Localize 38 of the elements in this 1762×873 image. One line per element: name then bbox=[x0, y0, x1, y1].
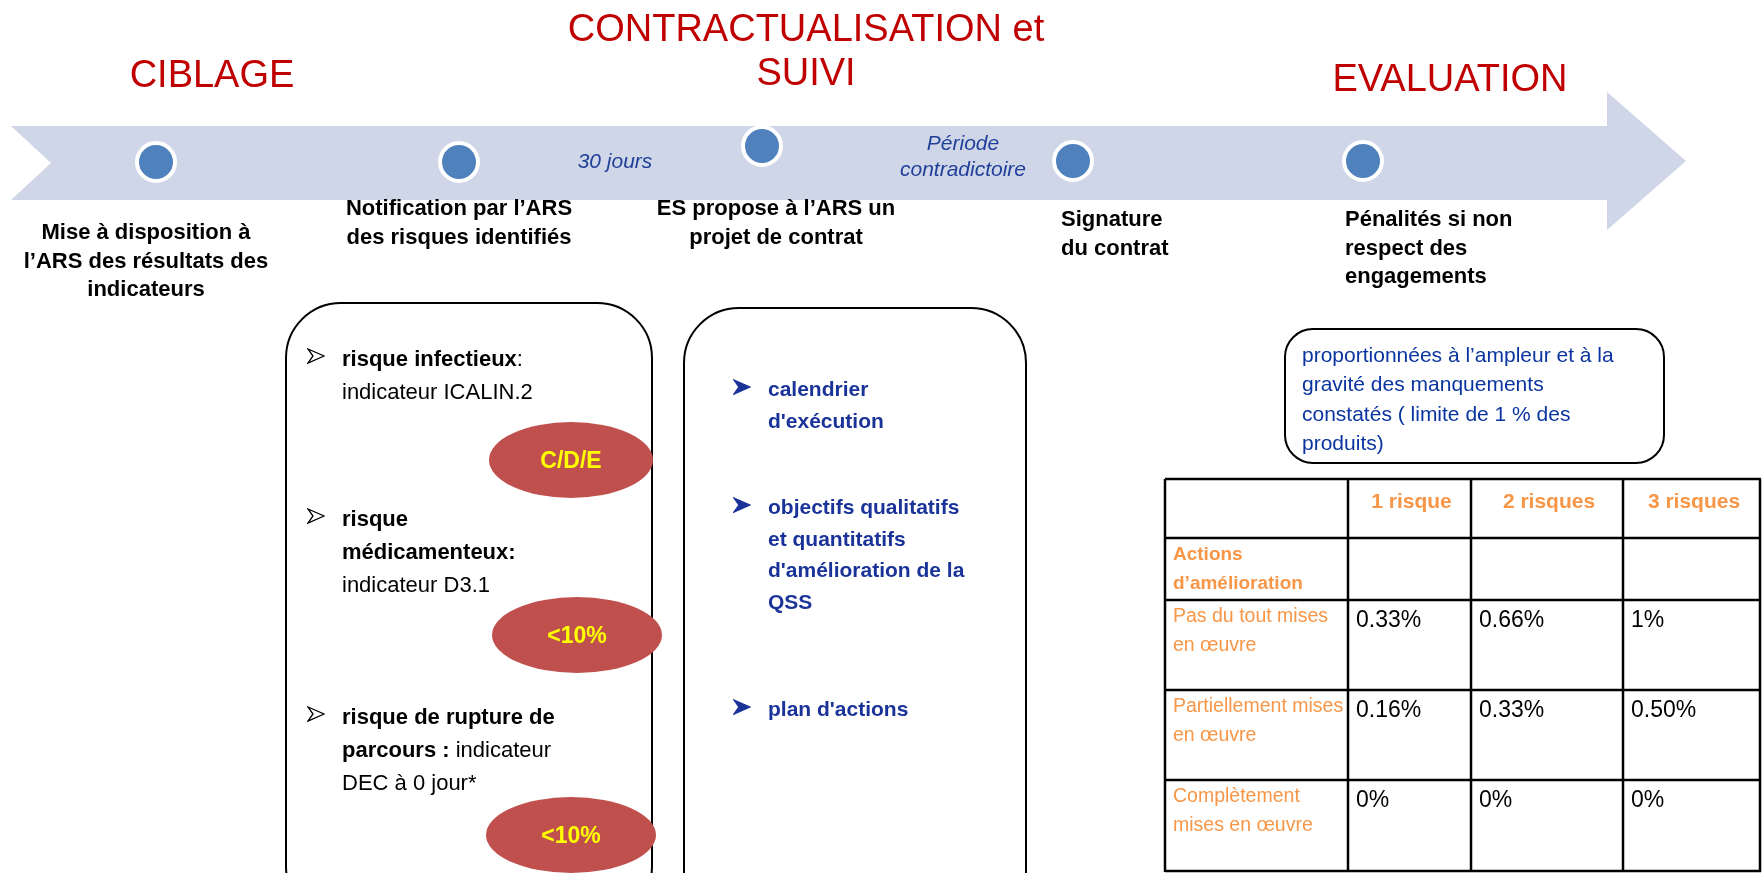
score-text: <10% bbox=[546, 621, 608, 649]
row-header: Complètement mises en œuvre bbox=[1173, 783, 1314, 837]
list-item-text: risque médicamenteux: indicateur D3.1 bbox=[342, 505, 517, 599]
score-text: <10% bbox=[540, 821, 602, 849]
phase-title: CIBLAGE bbox=[128, 52, 296, 97]
row-header: Partiellement mises en œuvre bbox=[1173, 693, 1344, 747]
note-text: proportionnées à l’ampleur et à la gravité des manquements constatés ( limite de 1 % des produits) bbox=[1302, 342, 1615, 457]
step-caption: Mise à disposition à l’ARS des résultats des indicateurs bbox=[22, 218, 270, 304]
table-value: 0% bbox=[1631, 786, 1666, 814]
list-item-text: risque infectieux: indicateur ICALIN.2 bbox=[342, 345, 534, 406]
row-header: Pas du tout mises en œuvre bbox=[1173, 603, 1329, 657]
table-value: 0.50% bbox=[1631, 696, 1698, 724]
table-value: 1% bbox=[1631, 606, 1666, 634]
table-value: 0% bbox=[1356, 786, 1391, 814]
row-header: Actions d’amélioration bbox=[1173, 542, 1304, 595]
table-value: 0.16% bbox=[1356, 696, 1423, 724]
table-value: 0.33% bbox=[1356, 606, 1423, 634]
duration-note: Période contradictoire bbox=[898, 130, 1028, 183]
phase-title: EVALUATION bbox=[1331, 56, 1569, 101]
table-value: 0.66% bbox=[1479, 606, 1546, 634]
table-value: 0.33% bbox=[1479, 696, 1546, 724]
list-item-text: risque de rupture de parcours : indicateur DEC à 0 jour* bbox=[342, 703, 556, 797]
duration-note: 30 jours bbox=[576, 148, 654, 174]
step-caption: ES propose à l’ARS un projet de contrat bbox=[655, 194, 897, 251]
step-caption: Notification par l’ARS des risques identifiés bbox=[344, 194, 574, 251]
rounded-box bbox=[1284, 328, 1665, 464]
score-text: C/D/E bbox=[539, 446, 603, 474]
step-caption: Pénalités si non respect des engagements bbox=[1345, 205, 1514, 291]
column-header: 3 risques bbox=[1646, 489, 1742, 513]
list-item-text: calendrier d'exécution bbox=[768, 376, 885, 434]
rounded-box bbox=[683, 307, 1027, 873]
list-item-text: objectifs qualitatifs et quantitatifs d'amélioration de la QSS bbox=[768, 494, 966, 615]
list-item-text: plan d'actions bbox=[768, 696, 910, 722]
table-value: 0% bbox=[1479, 786, 1514, 814]
column-header: 1 risque bbox=[1370, 489, 1453, 513]
column-header: 2 risques bbox=[1501, 489, 1597, 513]
phase-title: CONTRACTUALISATION et SUIVI bbox=[566, 6, 1046, 95]
step-caption: Signature du contrat bbox=[1061, 205, 1170, 262]
